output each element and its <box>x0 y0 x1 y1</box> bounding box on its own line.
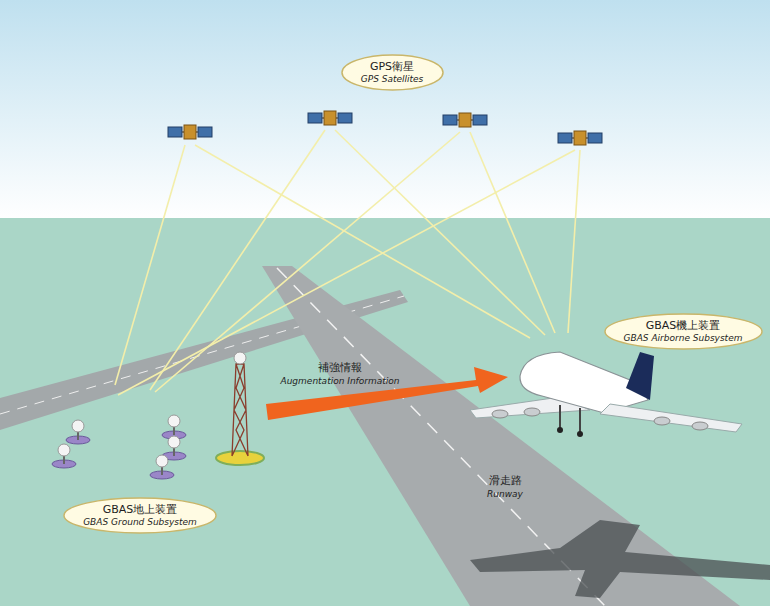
node-subtitle: GBAS Ground Subsystem <box>83 517 197 528</box>
node-subtitle: GPS Satellites <box>361 74 424 85</box>
gps-satellite <box>443 113 487 127</box>
node-subtitle: GBAS Airborne Subsystem <box>624 333 743 344</box>
bubble-shape <box>605 314 762 349</box>
bubble-text: GPS衛星GPS Satellites <box>361 60 424 85</box>
callout-bubble: GBAS機上装置GBAS Airborne Subsystem <box>604 313 763 350</box>
runway-label: 滑走路 <box>489 473 522 488</box>
sky <box>0 0 770 220</box>
gps-satellite <box>168 125 212 139</box>
runway-label: Runway <box>487 489 523 499</box>
reference-receiver <box>162 415 186 439</box>
callout-bubble: GBAS地上装置GBAS Ground Subsystem <box>63 497 217 534</box>
aircraft <box>470 352 742 437</box>
node-title: GBAS地上装置 <box>83 503 197 517</box>
callout-bubble: GPS衛星GPS Satellites <box>341 54 444 91</box>
satellite-signals <box>115 130 580 395</box>
bubble-text: GBAS機上装置GBAS Airborne Subsystem <box>624 319 743 344</box>
node-title: GBAS機上装置 <box>624 319 743 333</box>
bubble-shape <box>64 498 216 533</box>
signal-label: Augmentation Information <box>281 376 400 386</box>
signal-label: 補強情報 <box>318 360 362 375</box>
bubble-text: GBAS地上装置GBAS Ground Subsystem <box>83 503 197 528</box>
aircraft-shadow <box>470 520 770 598</box>
ground <box>0 218 770 606</box>
reference-receiver <box>150 455 174 479</box>
reference-receiver <box>52 444 76 468</box>
reference-receiver <box>66 420 90 444</box>
bubble-shape <box>342 55 443 90</box>
vdb-tower <box>216 352 264 465</box>
node-title: GPS衛星 <box>361 60 424 74</box>
gps-satellite <box>558 131 602 145</box>
gps-satellite <box>308 111 352 125</box>
